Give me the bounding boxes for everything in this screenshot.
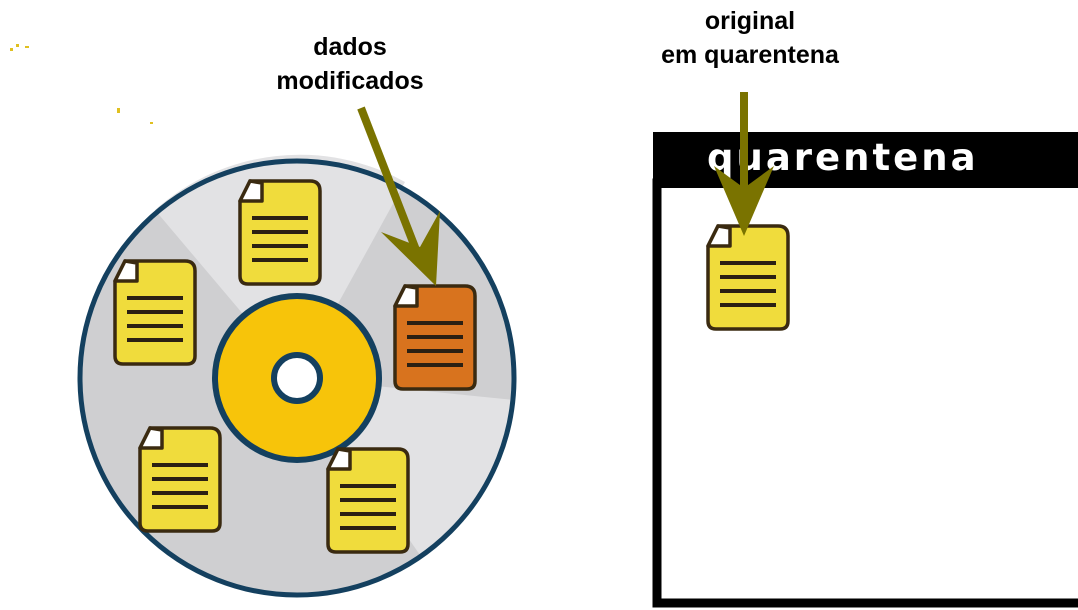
modified-label-line2: modificados <box>276 67 424 95</box>
arrow-down-icon <box>357 106 440 286</box>
quarantine-frame <box>652 178 1078 608</box>
quarantined-document-icon <box>706 224 790 331</box>
document-icon <box>326 447 410 554</box>
original-quarantined-label: original em quarentena <box>600 4 900 72</box>
arrow-down-icon <box>714 92 774 236</box>
quarantine-title: quarentena <box>707 136 979 179</box>
modified-data-label: dados modificados <box>240 30 460 98</box>
document-icon <box>138 426 222 533</box>
document-icon <box>238 179 322 286</box>
modified-label-line1: dados <box>313 33 387 61</box>
original-label-line2: em quarentena <box>661 41 839 69</box>
modified-document-icon <box>393 284 477 391</box>
quarantine-box: quarentena <box>652 132 1078 608</box>
document-icon <box>113 259 197 366</box>
stray-marks <box>10 44 153 124</box>
original-label-line1: original <box>704 7 796 35</box>
